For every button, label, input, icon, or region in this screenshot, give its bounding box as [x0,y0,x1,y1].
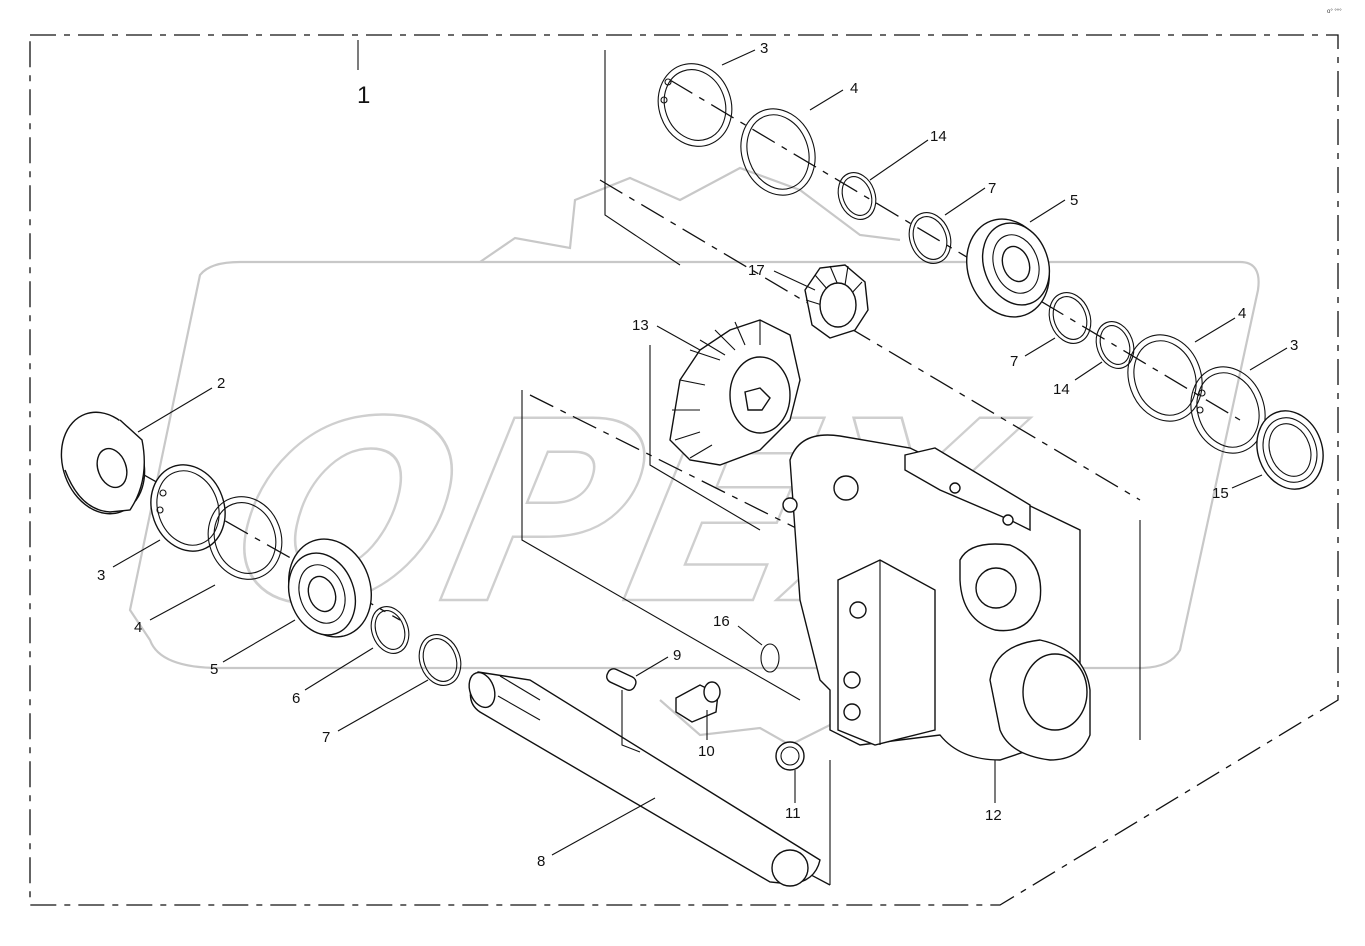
callout-16: 16 [713,613,730,630]
part-5-bearing-right [966,218,1051,318]
part-7-ring-right [1048,292,1092,344]
callout-6: 6 [292,690,300,707]
part-14-ring-top [837,172,877,220]
assembly-boundary [29,34,1339,906]
callout-5-left: 5 [210,661,218,678]
assembly-label: 1 [357,82,370,109]
part-2-seal [60,411,146,515]
callout-3-top: 3 [760,40,768,57]
part-11-plug [775,741,805,771]
callout-2: 2 [217,375,225,392]
callout-4-left: 4 [134,619,142,636]
part-3-circlip-left [150,464,226,552]
callout-3-left: 3 [97,567,105,584]
part-9-key [606,668,641,753]
callout-7-left: 7 [322,729,330,746]
part-16-oring [760,643,780,673]
callout-13: 13 [632,317,649,334]
callout-9: 9 [673,647,681,664]
callout-labels: 1 2 3 3 3 4 4 4 5 5 6 7 7 7 8 9 10 11 12… [97,9,1342,870]
callout-14-top: 14 [930,128,947,145]
callout-7-top: 7 [988,180,996,197]
part-8-shaft [468,671,821,887]
callout-15: 15 [1212,485,1229,502]
part-14-ring-right [1095,321,1135,369]
corner-code: o° °°° [1327,9,1342,15]
callout-11: 11 [785,805,801,822]
part-7-ring-left [418,634,462,686]
part-7-ring-top [908,212,952,264]
callout-14-right: 14 [1053,381,1070,398]
callout-3-right: 3 [1290,337,1298,354]
callout-12: 12 [985,807,1002,824]
callout-5-right: 5 [1070,192,1078,209]
part-4-shim-left [207,496,283,580]
part-3-circlip-top [657,63,733,147]
part-12-housing [782,434,1091,761]
part-6-ring [370,606,410,654]
callout-17: 17 [748,262,765,279]
callout-7-right: 7 [1010,353,1018,370]
part-3-circlip-right [1190,366,1266,454]
part-17-pinion [804,264,869,339]
leader-lines [112,49,1288,856]
callout-8: 8 [537,853,545,870]
callout-4-top: 4 [850,80,858,97]
part-13-bevel-gear-large [669,319,801,466]
callout-4-right: 4 [1238,305,1246,322]
part-10-plug [675,681,721,723]
callout-10: 10 [698,743,715,760]
part-4-shim-right [1127,334,1203,422]
part-15-seal-right [1256,410,1324,490]
part-4-shim-top [740,108,816,196]
part-5-bearing-left [287,538,372,638]
